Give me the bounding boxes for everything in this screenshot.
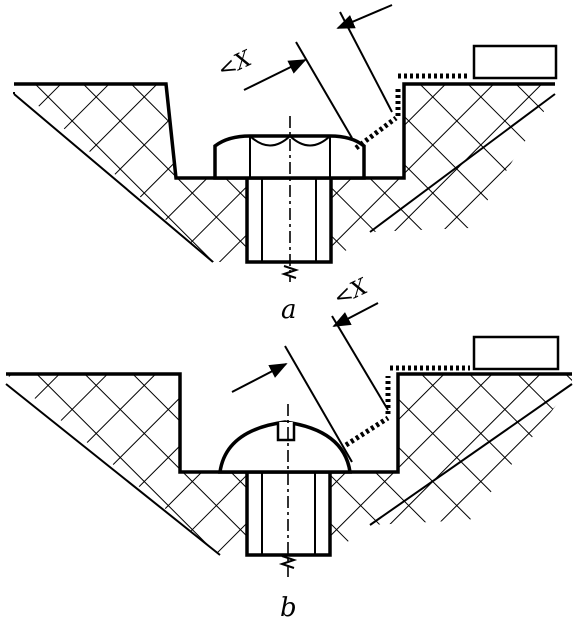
hex-facet-a [249,134,331,178]
weld-seam-a [354,116,398,150]
bolt-shank-a [245,176,333,264]
gauge-block-a [472,44,558,80]
weld-seam-top-b [385,365,470,414]
extension-line-a2 [339,11,393,113]
weld-seam-b [344,415,390,448]
dimension-line-b [231,363,288,393]
weld-seam-top-a [395,73,470,116]
dimension-line-b-right [332,302,379,327]
base-lower-left-b [5,383,221,556]
extension-line-b1 [284,345,353,463]
dimension-line-a-right [336,4,393,29]
base-lower-right-a [369,93,556,233]
base-lower-left-a [13,92,214,263]
angle-label-b: <X [330,274,373,312]
base-material-b [6,374,572,555]
view-label-a: a [281,295,297,325]
base-material-a [14,84,555,262]
angle-label-a: <X [214,46,257,84]
base-lower-right-b [369,383,573,526]
axis-break-b [278,555,298,569]
view-b: <X b [5,274,573,623]
view-a: <X a [13,4,558,325]
extension-line-b2 [331,315,389,411]
gauge-block-b [472,335,560,371]
view-label-b: b [280,593,297,623]
extension-line-a1 [295,41,353,139]
dimension-line-a [243,59,307,91]
screw-slot-b [276,422,296,442]
axis-break-a [280,265,300,279]
